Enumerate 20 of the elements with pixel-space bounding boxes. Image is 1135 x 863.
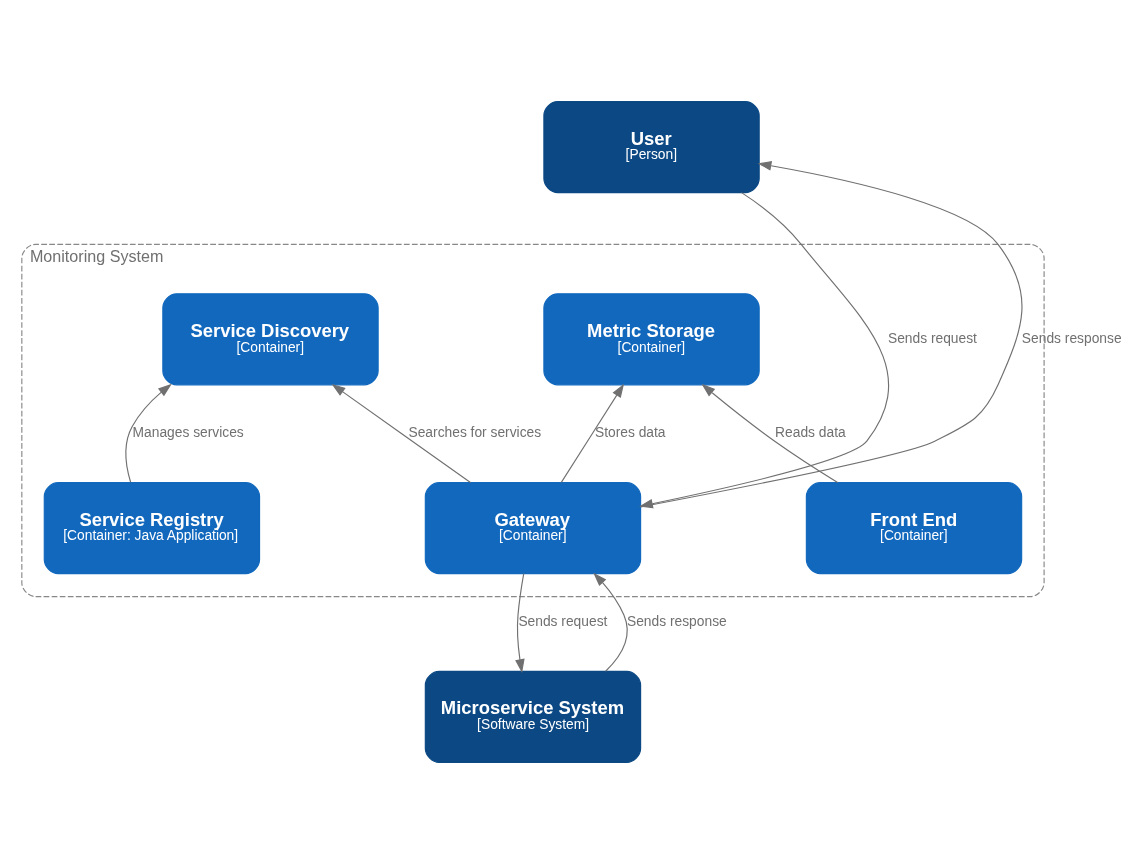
arrow	[560, 383, 625, 483]
arrow	[593, 572, 628, 672]
edge-label: Reads data	[775, 423, 846, 440]
node-box: Service Discovery [Container]	[162, 292, 379, 385]
node-box: Service Registry [Container: Java Application]	[43, 481, 261, 574]
edge-label: Sends response	[627, 612, 727, 629]
edge-label: Sends request	[887, 329, 977, 346]
arrow	[701, 383, 839, 483]
edge-label: Searches for services	[408, 423, 542, 440]
edge-label: Manages services	[132, 423, 244, 440]
edge-label: Sends request	[518, 612, 608, 629]
node-box: Microservice System [Software System]	[424, 670, 642, 763]
arrow	[331, 383, 472, 483]
arrow	[125, 383, 172, 483]
node-box: Gateway [Container]	[424, 481, 642, 574]
node-box: User [Person]	[543, 100, 760, 193]
node-box: Front End [Container]	[805, 481, 1023, 574]
arrow	[515, 572, 525, 673]
edge-label: Stores data	[594, 423, 666, 440]
node-box: Metric Storage [Container]	[543, 292, 760, 385]
